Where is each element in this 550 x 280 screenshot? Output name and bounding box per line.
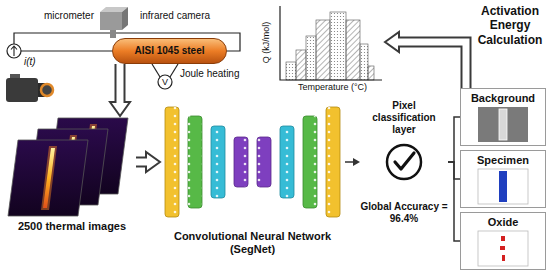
class-thumbnail bbox=[478, 107, 528, 266]
edge-label: Activation Energy Calculation bbox=[474, 4, 546, 47]
node-text: AISI 1045 steel bbox=[134, 45, 204, 57]
thermal-image-stack: 2500 thermal images bbox=[8, 116, 136, 236]
node-text: 2500 thermal images bbox=[8, 220, 136, 233]
node-text: Global Accuracy = 96.4% bbox=[360, 201, 448, 225]
specimen-cylinder: AISI 1045 steel bbox=[112, 38, 227, 64]
activation-chart: Q (kJ/mol) Temperature (°C) bbox=[250, 2, 385, 98]
micrometer-symbol bbox=[100, 7, 128, 38]
node-text: Oxide bbox=[461, 216, 545, 229]
connector bbox=[345, 158, 360, 166]
cnn-block: Convolutional Neural Network (SegNet) bbox=[160, 100, 345, 259]
class-box: Oxide bbox=[460, 212, 546, 270]
current-source-symbol bbox=[7, 44, 21, 58]
thermal-image bbox=[8, 118, 128, 216]
class-box: Specimen bbox=[460, 150, 546, 208]
connector bbox=[448, 162, 460, 241]
check-symbol bbox=[387, 145, 421, 179]
voltmeter-symbol bbox=[158, 75, 172, 89]
node-text: Convolutional Neural Network (SegNet) bbox=[160, 230, 345, 256]
connector bbox=[448, 117, 460, 162]
class-box: Background bbox=[460, 88, 546, 146]
node-text: Background bbox=[461, 92, 545, 105]
node-text: Specimen bbox=[461, 154, 545, 167]
classification-step: Pixel classification layerGlobal Accurac… bbox=[360, 100, 448, 225]
connector bbox=[110, 64, 130, 116]
node-text: Q (kJ/mol) bbox=[261, 8, 272, 78]
connector bbox=[385, 32, 466, 88]
connector bbox=[136, 152, 160, 172]
cnn-layers bbox=[165, 107, 340, 217]
circuit-wire bbox=[14, 33, 240, 77]
meter-label: V bbox=[160, 77, 170, 88]
energy-chart bbox=[280, 6, 382, 80]
infrared-camera-symbol bbox=[6, 74, 53, 102]
node-text: Temperature (°C) bbox=[280, 82, 385, 93]
node-text: Pixel classification layer bbox=[360, 100, 448, 136]
